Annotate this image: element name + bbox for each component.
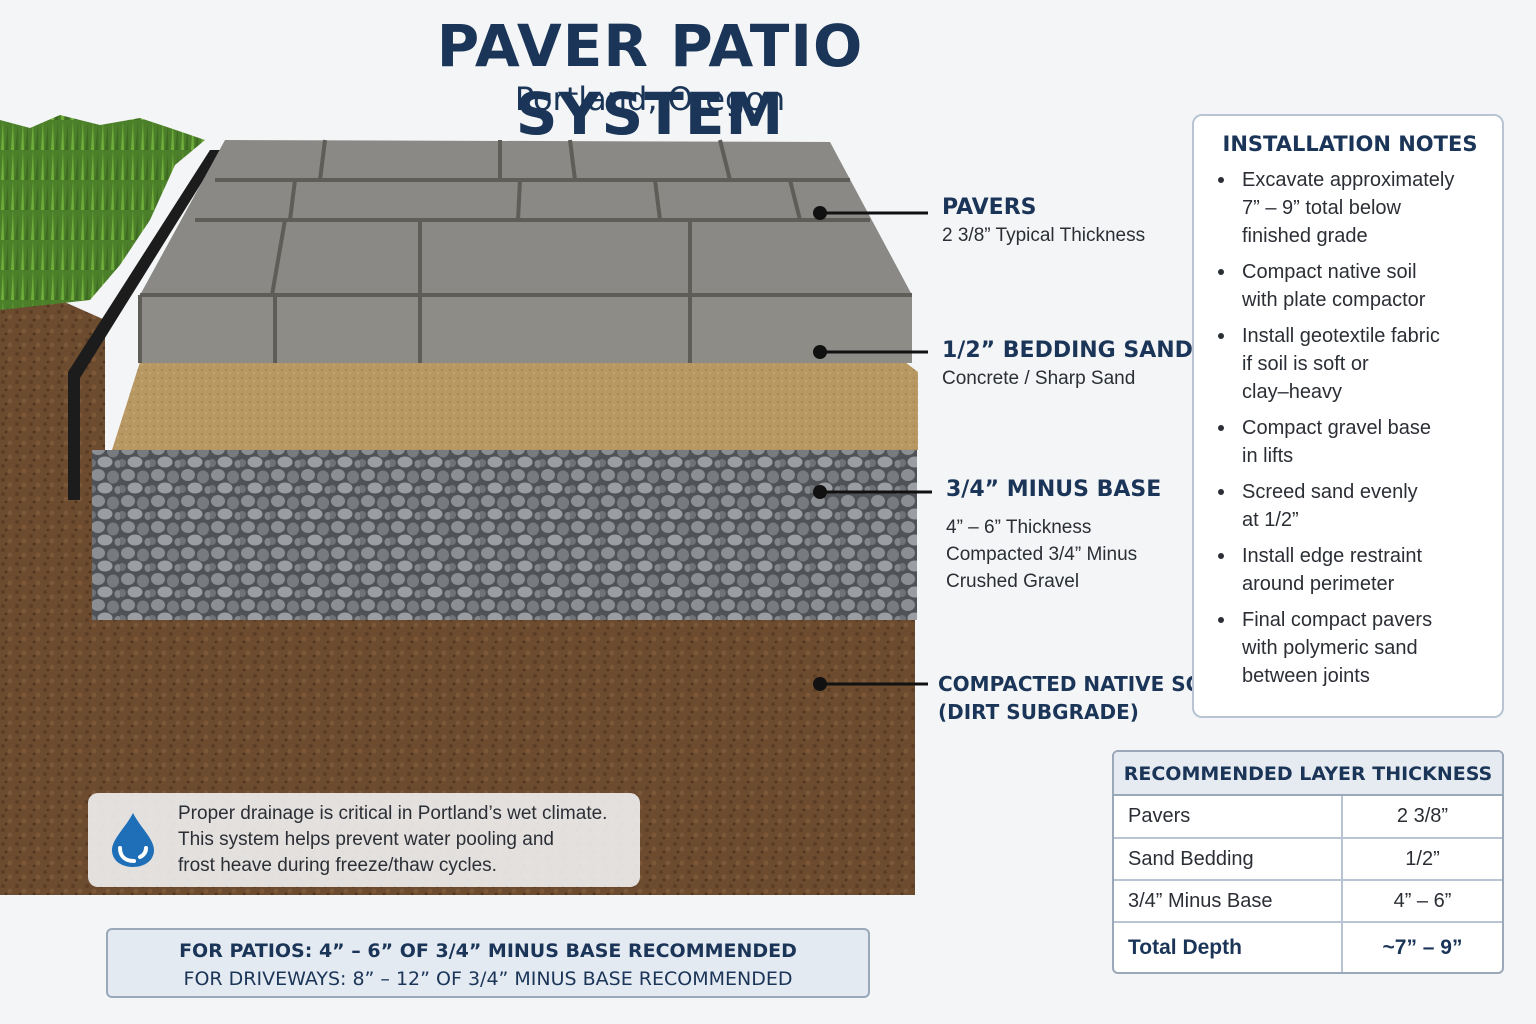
paver-joint [288,179,297,221]
note-line: Compact gravel base [1242,417,1431,439]
paver-joint [788,179,802,221]
note-line: finished grade [1242,225,1368,247]
paver-joint [318,139,327,181]
note-item: Final compact pavers with polymeric sand… [1216,606,1484,690]
note-line: with polymeric sand [1242,637,1418,659]
bullet-icon [1218,617,1224,623]
note-line: Screed sand evenly [1242,481,1418,503]
page-subtitle: Portland, Oregon [514,80,786,118]
table-cell-value: ~7” – 9” [1341,921,1502,972]
label-base-title: 3/4” MINUS BASE [946,477,1162,502]
drainage-line: Proper drainage is critical in Portland’… [178,803,608,824]
note-line: if soil is soft or [1242,353,1369,375]
drainage-note-text: Proper drainage is critical in Portland’… [178,801,633,879]
paver-joint [653,179,662,221]
installation-notes-title: INSTALLATION NOTES [1222,132,1478,156]
note-line: with plate compactor [1242,289,1426,311]
note-line: 7” – 9” total below [1242,197,1401,219]
label-sand-title: 1/2” BEDDING SAND [942,338,1193,363]
note-line: between joints [1242,665,1370,687]
table-cell-layer: 3/4” Minus Base [1114,879,1342,922]
recommendation-driveways: FOR DRIVEWAYS: 8” – 12” OF 3/4” MINUS BA… [183,968,793,990]
table-cell-value: 4” – 6” [1341,879,1502,922]
note-item: Compact gravel base in lifts [1216,414,1484,470]
base-recommendation-banner: FOR PATIOS: 4” – 6” OF 3/4” MINUS BASE R… [106,928,870,998]
note-line: in lifts [1242,445,1294,467]
note-line: clay–heavy [1242,381,1343,403]
recommendation-patios: FOR PATIOS: 4” – 6” OF 3/4” MINUS BASE R… [179,940,797,962]
note-line: Install geotextile fabric [1242,325,1440,347]
note-item: Install geotextile fabric if soil is sof… [1216,322,1484,406]
note-line: Compact native soil [1242,261,1417,283]
bullet-icon [1218,489,1224,495]
paver-joint [718,139,732,181]
note-line: Excavate approximately [1242,169,1455,191]
note-line: Final compact pavers [1242,609,1433,631]
drainage-note: Proper drainage is critical in Portland’… [88,793,640,887]
table-row: Pavers 2 3/8” [1114,796,1502,838]
bullet-icon [1218,269,1224,275]
table-row: 3/4” Minus Base 4” – 6” [1114,879,1502,922]
bullet-icon [1218,553,1224,559]
table-row: Sand Bedding 1/2” [1114,837,1502,880]
drainage-line: frost heave during freeze/thaw cycles. [178,855,497,876]
bullet-icon [1218,177,1224,183]
label-pavers-title: PAVERS [942,195,1037,220]
bullet-icon [1218,425,1224,431]
paver-joint [568,139,577,181]
label-pavers: PAVERS 2 3/8” Typical Thickness [942,194,1145,249]
label-sand-detail: Concrete / Sharp Sand [942,368,1136,389]
note-line: Install edge restraint [1242,545,1423,567]
paver-joint [516,179,522,221]
label-sand: 1/2” BEDDING SAND Concrete / Sharp Sand [942,337,1193,392]
label-soil: COMPACTED NATIVE SOIL (DIRT SUBGRADE) [938,670,1223,726]
layer-thickness-title: RECOMMENDED LAYER THICKNESS [1114,752,1502,796]
note-line: at 1/2” [1242,509,1299,531]
table-row-total: Total Depth ~7” – 9” [1114,921,1502,972]
label-base: 3/4” MINUS BASE 4” – 6” Thickness Compac… [946,476,1161,595]
label-base-detail-2: Compacted 3/4” Minus [946,544,1138,565]
table-cell-layer: Sand Bedding [1114,837,1342,880]
note-item: Install edge restraint around perimeter [1216,542,1484,598]
table-cell-value: 2 3/8” [1341,796,1502,838]
paver-joints [138,139,912,363]
note-line: around perimeter [1242,573,1395,595]
label-base-detail-1: 4” – 6” Thickness [946,517,1092,538]
page-title: PAVER PATIO SYSTEM [436,12,864,148]
table-cell-value: 1/2” [1341,837,1502,880]
label-soil-title-2: (DIRT SUBGRADE) [938,700,1139,724]
layer-thickness-table: RECOMMENDED LAYER THICKNESS Pavers 2 3/8… [1112,750,1504,974]
paver-joint [270,219,287,296]
label-soil-title-1: COMPACTED NATIVE SOIL [938,672,1223,696]
table-cell-layer: Pavers [1128,805,1191,827]
note-item: Excavate approximately 7” – 9” total bel… [1216,166,1484,250]
installation-notes-panel: INSTALLATION NOTES Excavate approximatel… [1192,114,1504,718]
note-item: Screed sand evenly at 1/2” [1216,478,1484,534]
drainage-line: This system helps prevent water pooling … [178,829,554,850]
label-pavers-detail: 2 3/8” Typical Thickness [942,225,1146,246]
label-base-detail-3: Crushed Gravel [946,571,1080,592]
water-drop-icon [112,813,154,867]
bullet-icon [1218,333,1224,339]
table-cell-layer: Total Depth [1114,921,1342,972]
note-item: Compact native soil with plate compactor [1216,258,1484,314]
